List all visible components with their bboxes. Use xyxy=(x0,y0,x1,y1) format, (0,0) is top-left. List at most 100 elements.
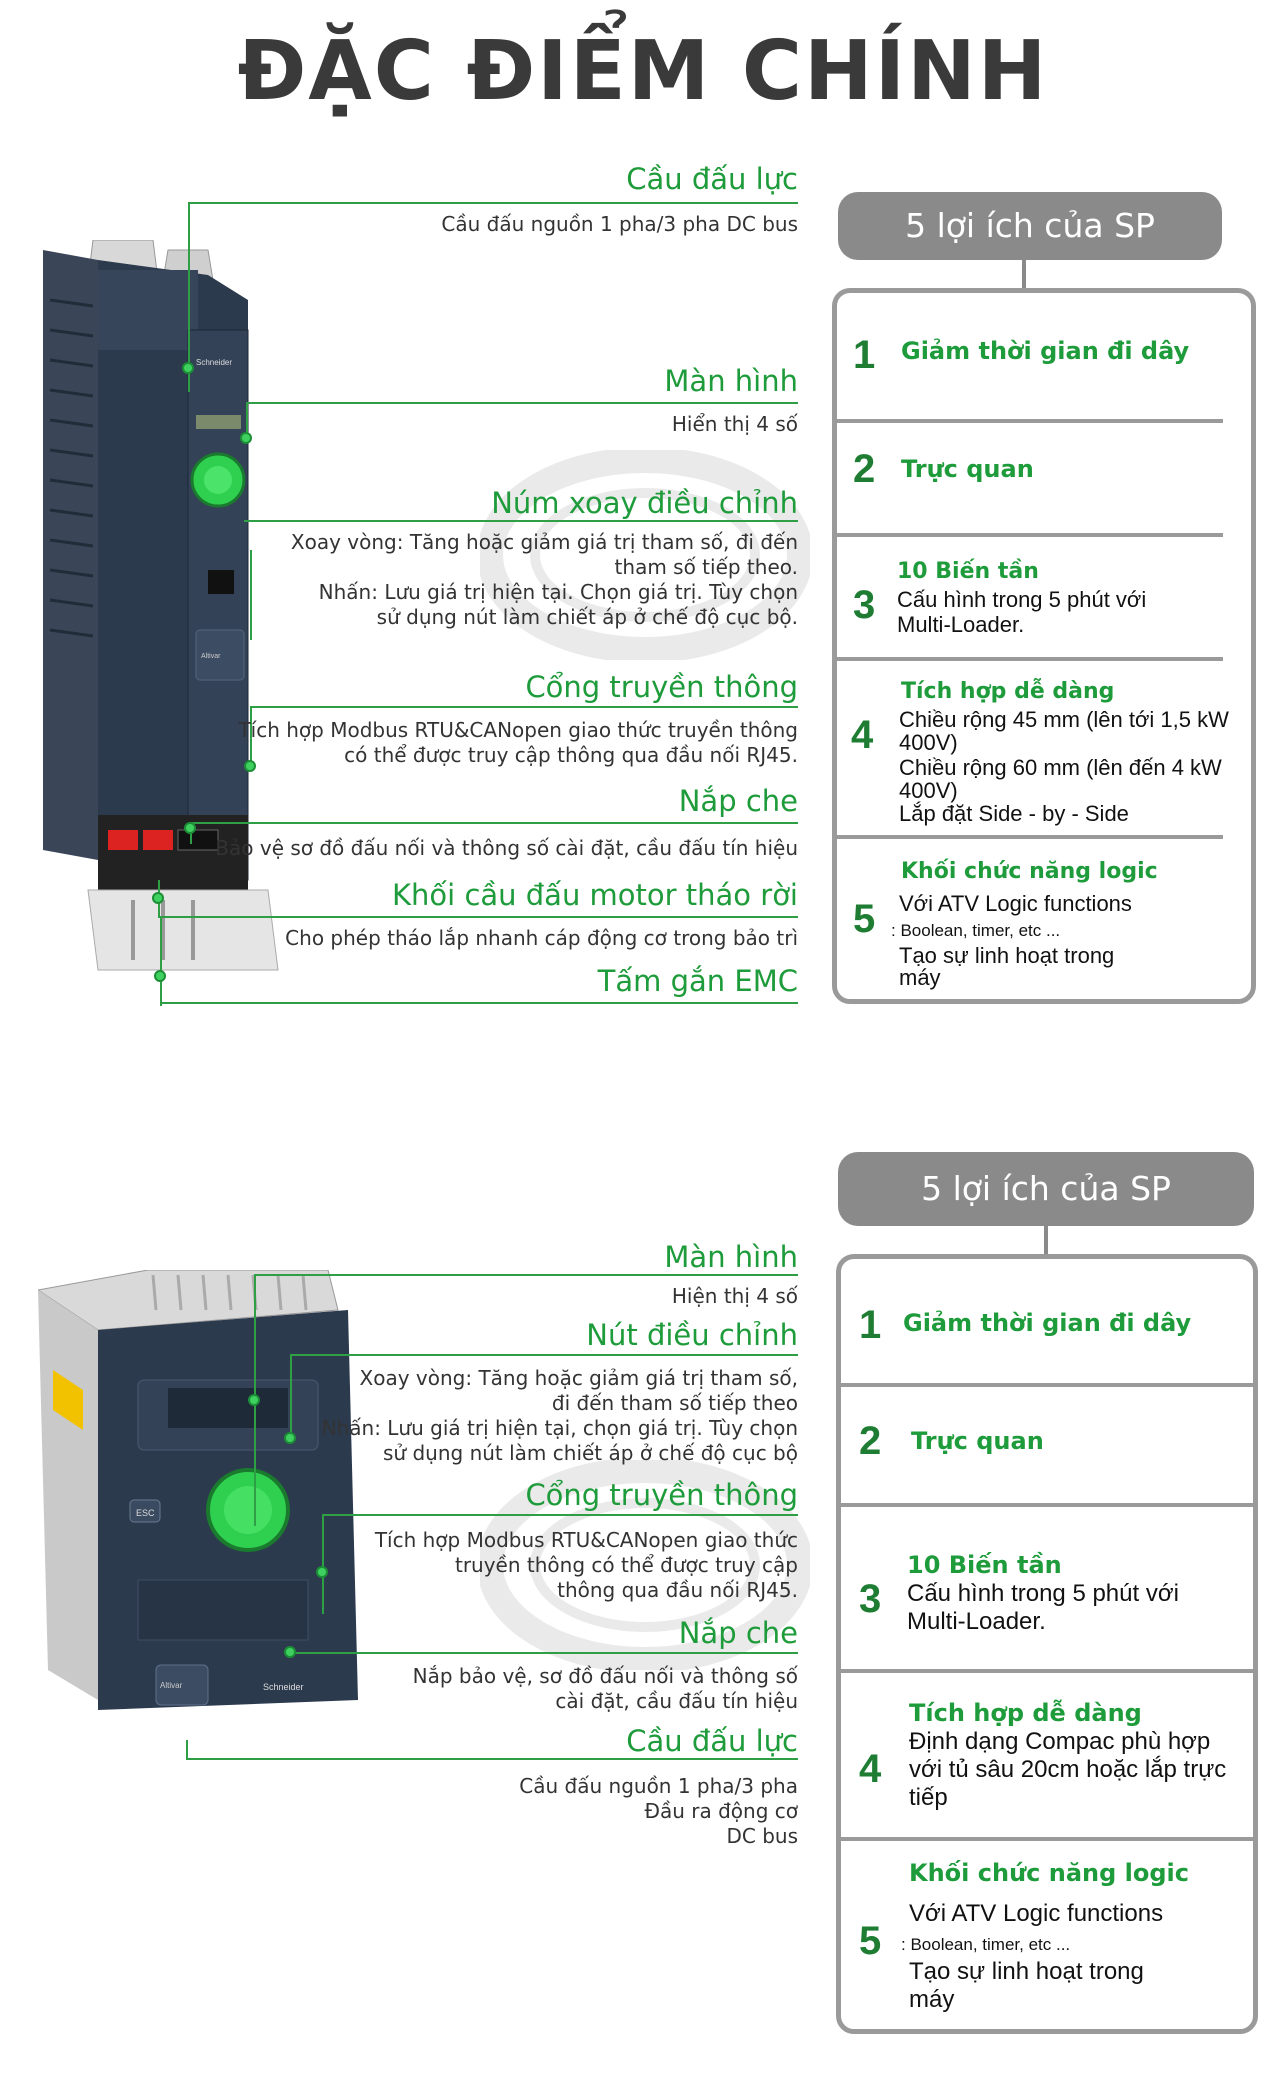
benefit-divider xyxy=(841,1669,1253,1673)
feature-desc: thông qua đầu nối RJ45. xyxy=(557,1578,798,1602)
callout-dot xyxy=(154,970,166,982)
connector-line xyxy=(322,1514,798,1516)
feature-desc: Nhấn: Lưu giá trị hiện tại. Chọn giá trị… xyxy=(318,580,798,604)
feature-title-cover: Nắp che xyxy=(678,784,798,818)
benefit-title: Tích hợp dễ dàng xyxy=(909,1699,1142,1727)
callout-dot xyxy=(248,1394,260,1406)
benefit-text: với tủ sâu 20cm hoặc lắp trực xyxy=(909,1756,1227,1783)
benefits-header: 5 lợi ích của SP xyxy=(838,1152,1254,1226)
feature-title-comm-port: Cổng truyền thông xyxy=(525,1478,798,1512)
benefit-number: 5 xyxy=(859,1919,882,1963)
benefit-text: Định dạng Compac phù hợp xyxy=(909,1728,1211,1755)
benefit-title: Khối chức năng logic xyxy=(901,859,1158,884)
callout-dot xyxy=(316,1566,328,1578)
feature-desc: Nắp bảo vệ, sơ đồ đấu nối và thông số xyxy=(412,1664,798,1688)
callout-dot xyxy=(240,432,252,444)
connector-line xyxy=(158,916,798,918)
feature-desc: Nhấn: Lưu giá trị hiện tại, chọn giá trị… xyxy=(321,1416,798,1440)
callout-dot xyxy=(182,362,194,374)
feature-desc: sử dụng nút làm chiết áp ở chế độ cục bộ… xyxy=(376,605,798,629)
benefit-number: 3 xyxy=(853,583,876,627)
benefits-panel: 1 Giảm thời gian đi dây 2 Trực quan 3 10… xyxy=(836,1254,1258,2034)
benefit-divider xyxy=(837,419,1223,423)
feature-desc: Bảo vệ sơ đồ đấu nối và thông số cài đặt… xyxy=(215,836,798,860)
feature-title-comm-port: Cổng truyền thông xyxy=(525,670,798,704)
connector-line xyxy=(250,550,252,640)
page-title: ĐẶC ĐIỂM CHÍNH xyxy=(237,24,1049,119)
benefit-number: 4 xyxy=(851,713,874,757)
connector-line xyxy=(250,706,252,766)
benefit-divider xyxy=(841,1503,1253,1507)
callout-dot xyxy=(152,892,164,904)
connector-line xyxy=(186,1758,798,1760)
benefit-text: tiếp xyxy=(909,1784,948,1811)
benefit-number: 3 xyxy=(859,1577,882,1621)
feature-title-display: Màn hình xyxy=(664,1240,798,1274)
callout-dot xyxy=(284,1646,296,1658)
connector-line xyxy=(250,706,798,708)
compact-drive-image: ESC Altivar Schneider xyxy=(38,1270,358,1710)
section-compact-drive: ESC Altivar Schneider Màn hình Hiện thị … xyxy=(0,1140,1286,2070)
benefits-connector xyxy=(1022,260,1026,288)
benefit-text: 400V) xyxy=(899,778,958,803)
feature-title-motor-terminal: Khối cầu đấu motor tháo rời xyxy=(392,878,798,912)
benefit-text: Chiều rộng 60 mm (lên đến 4 kW xyxy=(899,755,1222,780)
feature-desc: Xoay vòng: Tăng hoặc giảm giá trị tham s… xyxy=(359,1366,798,1390)
benefit-small-text: : Boolean, timer, etc ... xyxy=(891,921,1061,940)
connector-line xyxy=(190,822,798,824)
benefit-text: Multi-Loader. xyxy=(897,612,1025,637)
benefit-divider xyxy=(837,533,1223,537)
benefit-divider xyxy=(841,1837,1253,1841)
feature-desc: Hiện thị 4 số xyxy=(671,1284,798,1308)
benefit-text: Chiều rộng 45 mm (lên tới 1,5 kW xyxy=(899,707,1229,732)
feature-desc: cài đặt, cầu đấu tín hiệu xyxy=(555,1689,798,1713)
benefit-title: 10 Biến tần xyxy=(907,1551,1062,1579)
feature-title-knob: Núm xoay điều chỉnh xyxy=(491,486,798,520)
feature-desc: DC bus xyxy=(726,1824,798,1848)
benefit-text: Multi-Loader. xyxy=(907,1608,1046,1635)
feature-desc: Tích hợp Modbus RTU&CANopen giao thức xyxy=(374,1528,798,1552)
feature-desc: sử dụng nút làm chiết áp ở chế độ cục bộ xyxy=(383,1441,798,1465)
callout-dot xyxy=(244,760,256,772)
benefit-text: máy xyxy=(899,965,941,990)
feature-desc: Cho phép tháo lắp nhanh cáp động cơ tron… xyxy=(285,926,798,950)
callout-dot xyxy=(184,822,196,834)
benefit-title: Giảm thời gian đi dây xyxy=(901,337,1190,365)
benefit-title: Khối chức năng logic xyxy=(909,1859,1189,1887)
benefit-divider xyxy=(837,657,1223,661)
section-slim-drive: Schneider Altivar Cầu đấu lực Cầu đấu n xyxy=(0,162,1286,1030)
benefit-title: Trực quan xyxy=(901,455,1034,483)
feature-title-emc-plate: Tấm gắn EMC xyxy=(597,964,798,998)
svg-text:Schneider: Schneider xyxy=(196,358,232,367)
feature-desc: có thể được truy cập thông qua đầu nối R… xyxy=(344,743,798,767)
connector-line xyxy=(246,402,798,404)
benefits-connector xyxy=(1044,1226,1048,1254)
connector-line xyxy=(290,1652,798,1654)
connector-line xyxy=(188,202,190,392)
benefit-text: Tạo sự linh hoạt trong xyxy=(909,1958,1144,1985)
benefit-title: Giảm thời gian đi dây xyxy=(903,1309,1192,1337)
benefit-text: 400V) xyxy=(899,730,958,755)
feature-desc: Cầu đấu nguồn 1 pha/3 pha DC bus xyxy=(441,212,798,236)
slim-drive-image: Schneider Altivar xyxy=(43,240,279,971)
watermark-logo xyxy=(480,450,810,660)
benefit-text: Cấu hình trong 5 phút với xyxy=(897,587,1147,612)
connector-line xyxy=(322,1514,324,1614)
benefit-number: 5 xyxy=(853,897,876,941)
benefits-panel: 1 Giảm thời gian đi dây 2 Trực quan 3 10… xyxy=(832,288,1256,1004)
feature-title-knob: Nút điều chỉnh xyxy=(586,1318,798,1352)
feature-desc: truyền thông có thể được truy cập xyxy=(454,1553,798,1577)
callout-dot xyxy=(284,1432,296,1444)
benefit-title: 10 Biến tần xyxy=(897,559,1039,584)
benefit-text: Lắp đặt Side - by - Side xyxy=(899,801,1129,826)
svg-text:Schneider: Schneider xyxy=(263,1682,304,1692)
benefit-divider xyxy=(841,1383,1253,1387)
benefit-number: 1 xyxy=(853,333,876,377)
benefit-number: 4 xyxy=(859,1747,882,1791)
connector-line xyxy=(290,1354,292,1438)
connector-line xyxy=(188,202,798,204)
benefit-title: Trực quan xyxy=(911,1427,1044,1455)
feature-desc: Cầu đấu nguồn 1 pha/3 pha xyxy=(519,1774,798,1798)
svg-text:Altivar: Altivar xyxy=(201,653,221,660)
benefit-text: Với ATV Logic functions xyxy=(909,1900,1164,1927)
